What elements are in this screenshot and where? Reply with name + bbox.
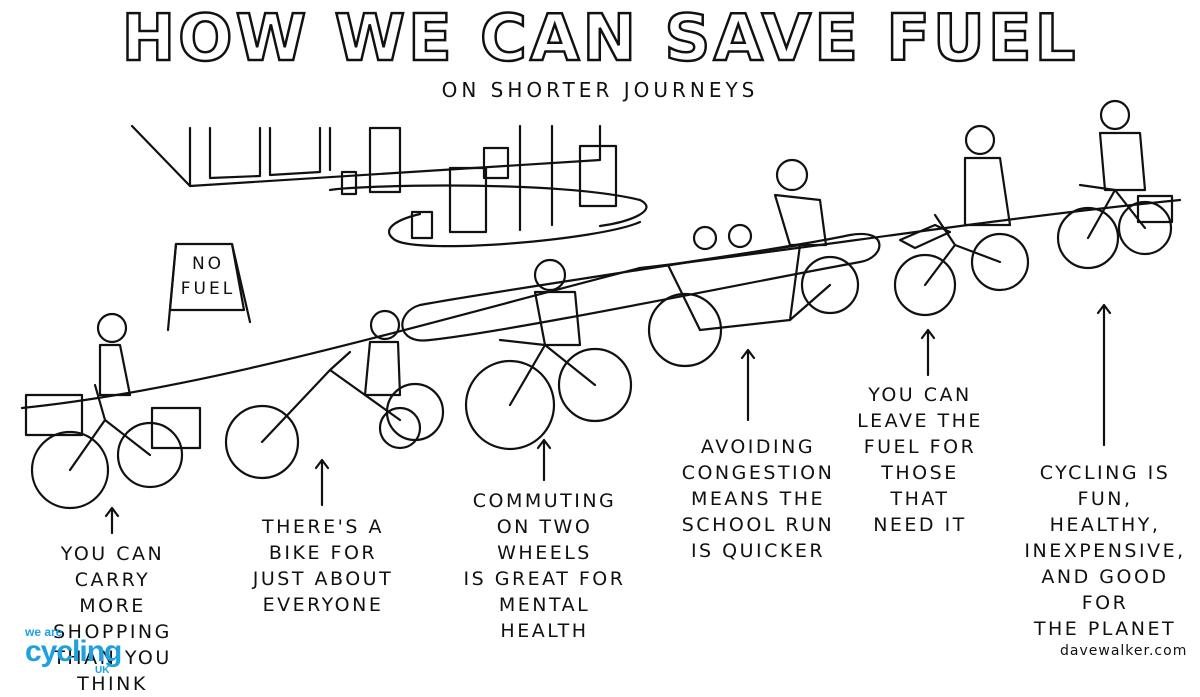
- artist-credit: davewalker.com: [1060, 643, 1188, 659]
- caption-line: THOSE THAT: [881, 462, 959, 510]
- caption-line: CONGESTION: [681, 462, 835, 484]
- caption-line: JUST ABOUT: [252, 568, 394, 590]
- caption-line: NEED IT: [873, 514, 967, 536]
- caption-line: THERE'S A: [262, 516, 384, 538]
- logo-line-3: UK: [95, 665, 110, 676]
- caption-line: ON TWO WHEELS: [496, 516, 593, 564]
- caption-line: FUEL FOR: [863, 436, 977, 458]
- caption-line: INEXPENSIVE,: [1024, 540, 1186, 562]
- logo-line-1: we are: [25, 625, 63, 639]
- petrol-station-illustration: [130, 124, 648, 248]
- page-title: HOW WE CAN SAVE FUEL: [120, 1, 1079, 78]
- bicycle-icon: [893, 124, 1030, 317]
- caption-line: AND GOOD FOR: [1041, 566, 1169, 614]
- caption-line: EVERYONE: [262, 594, 384, 616]
- caption-line: AVOIDING: [700, 436, 816, 458]
- caption-line: SCHOOL RUN: [681, 514, 835, 536]
- bicycle-icon: [24, 312, 202, 510]
- caption-line: COMMUTING: [472, 490, 617, 512]
- caption-line: MORE SHOPPING: [53, 595, 172, 643]
- cycle-path: [20, 198, 1182, 410]
- illustration: [20, 99, 1182, 535]
- page-subtitle: ON SHORTER JOURNEYS: [441, 78, 759, 102]
- caption-line: CYCLING IS: [1039, 462, 1171, 484]
- caption-cycling-benefits: CYCLING IS FUN, HEALTHY, INEXPENSIVE, AN…: [1020, 460, 1190, 642]
- caption-congestion: AVOIDING CONGESTION MEANS THE SCHOOL RUN…: [678, 434, 838, 564]
- bicycle-icon: [224, 309, 445, 480]
- caption-bike-for-everyone: THERE'S A BIKE FOR JUST ABOUT EVERYONE: [248, 514, 398, 618]
- bicycle-icon: [464, 258, 633, 451]
- sign-line-1: NO: [191, 254, 225, 274]
- caption-commuting: COMMUTING ON TWO WHEELS IS GREAT FOR MEN…: [452, 488, 637, 644]
- caption-line: FUN, HEALTHY,: [1049, 488, 1161, 536]
- bicycle-icon: [1056, 99, 1174, 270]
- cycling-uk-logo: we are cycling UK: [25, 625, 122, 676]
- caption-line: IS GREAT FOR: [463, 568, 626, 590]
- no-fuel-sign: NO FUEL: [172, 252, 244, 302]
- caption-line: MENTAL HEALTH: [498, 594, 591, 642]
- logo-line-2: cycling: [25, 635, 122, 668]
- caption-line: LEAVE THE: [857, 410, 983, 432]
- caption-line: BIKE FOR: [268, 542, 378, 564]
- caption-line: MEANS THE: [690, 488, 826, 510]
- caption-leave-fuel: YOU CAN LEAVE THE FUEL FOR THOSE THAT NE…: [850, 382, 990, 538]
- caption-line: THE PLANET: [1033, 618, 1177, 640]
- bicycle-icon: [647, 158, 860, 368]
- no-fuel-sign-board: [166, 242, 252, 332]
- caption-line: YOU CAN: [868, 384, 972, 406]
- caption-line: IS QUICKER: [690, 540, 826, 562]
- sign-line-2: FUEL: [180, 279, 236, 299]
- caption-line: YOU CAN CARRY: [60, 543, 165, 591]
- arrow-up-icon: [104, 303, 1112, 535]
